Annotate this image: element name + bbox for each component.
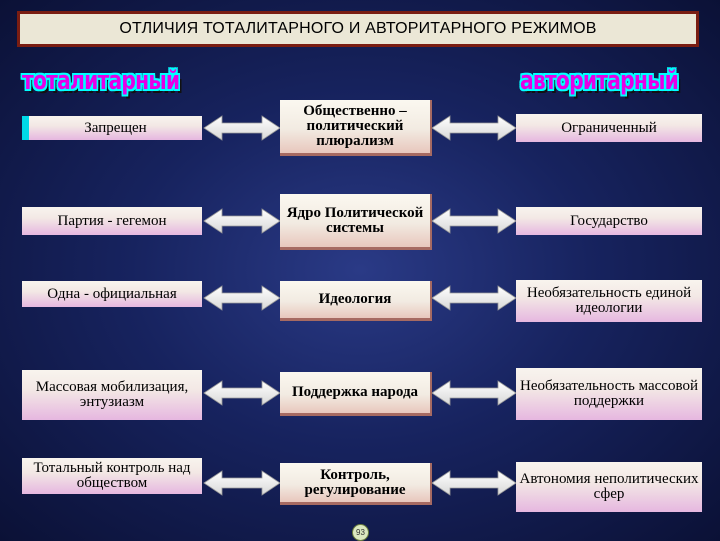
- slide-title: ОТЛИЧИЯ ТОТАЛИТАРНОГО И АВТОРИТАРНОГО РЕ…: [119, 20, 597, 37]
- row1-right: Ограниченный: [516, 114, 702, 142]
- row3-right: Необязательность единой идеологии: [516, 280, 702, 322]
- double-arrow-left-row2: [203, 208, 281, 234]
- double-arrow-right-row5: [431, 470, 517, 496]
- double-arrow-left-row5: [203, 470, 281, 496]
- double-arrow-right-row1: [431, 115, 517, 141]
- row4-left: Массовая мобилизация, энтузиазм: [22, 370, 202, 420]
- row5-middle: Контроль, регулирование: [280, 463, 432, 505]
- header-totalitarian: тоталитарный: [22, 66, 180, 96]
- row4-middle: Поддержка народа: [280, 372, 432, 416]
- double-arrow-left-row4: [203, 380, 281, 406]
- page-number-badge: 93: [352, 524, 369, 541]
- row4-right: Необязательность массовой поддержки: [516, 368, 702, 420]
- double-arrow-right-row4: [431, 380, 517, 406]
- title-box: ОТЛИЧИЯ ТОТАЛИТАРНОГО И АВТОРИТАРНОГО РЕ…: [17, 11, 699, 47]
- row3-middle: Идеология: [280, 281, 432, 321]
- double-arrow-left-row1: [203, 115, 281, 141]
- row5-left: Тотальный контроль над обществом: [22, 458, 202, 494]
- row2-middle: Ядро Политической системы: [280, 194, 432, 250]
- row2-right: Государство: [516, 207, 702, 235]
- double-arrow-right-row3: [431, 285, 517, 311]
- row2-left: Партия - гегемон: [22, 207, 202, 235]
- double-arrow-left-row3: [203, 285, 281, 311]
- row1-left: Запрещен: [22, 116, 202, 140]
- row5-right: Автономия неполитических сфер: [516, 462, 702, 512]
- header-authoritarian: авторитарный: [520, 66, 679, 96]
- row3-left: Одна - официальная: [22, 281, 202, 307]
- double-arrow-right-row2: [431, 208, 517, 234]
- row1-middle: Общественно – политический плюрализм: [280, 100, 432, 156]
